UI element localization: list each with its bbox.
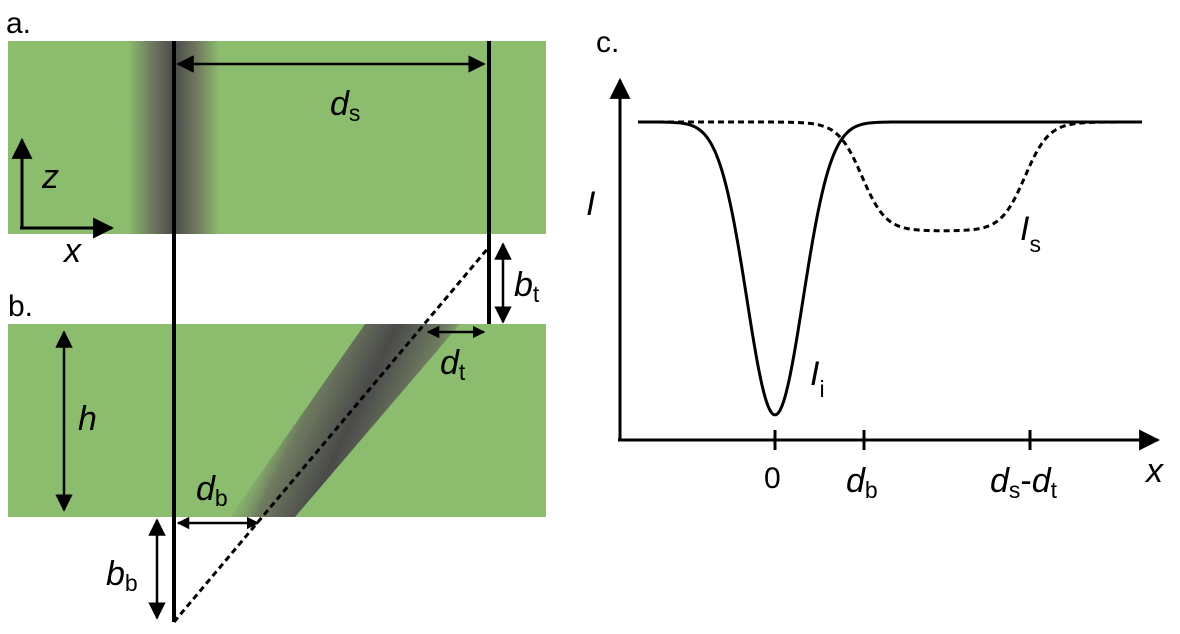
diagonal-dashed-line — [172, 246, 491, 623]
intensity-axis-label: I — [586, 185, 596, 223]
tick-zero-label: 0 — [764, 462, 781, 495]
curve-s-label: Is — [1020, 210, 1041, 257]
ds-label: ds — [330, 85, 360, 126]
position-axis-label: x — [1144, 452, 1164, 490]
panel-c-label: c. — [596, 26, 619, 59]
curve-i-label: Ii — [810, 355, 825, 402]
z-axis-label: z — [41, 158, 59, 196]
bt-label: bt — [514, 266, 540, 307]
tick-ds-dt-label: ds-dt — [990, 462, 1058, 503]
panel-b-label: b. — [8, 290, 33, 323]
panel-b: b. h dt db bb — [8, 290, 546, 620]
beam-lines: bt — [172, 41, 540, 623]
db-label: db — [196, 470, 228, 511]
specimen-slab-a — [8, 41, 546, 234]
panel-a: a. z x ds — [6, 7, 546, 270]
tick-db-label: db — [846, 462, 878, 503]
panel-a-label: a. — [6, 7, 31, 40]
h-label: h — [78, 400, 97, 438]
x-axis-label: x — [62, 232, 82, 270]
bb-label: bb — [106, 555, 138, 596]
dt-label: dt — [440, 344, 466, 385]
panel-c: c. I x 0 db ds-dt Ii Is — [586, 26, 1164, 503]
incident-intensity-curve — [638, 120, 1142, 417]
scattered-intensity-curve — [638, 120, 1142, 233]
